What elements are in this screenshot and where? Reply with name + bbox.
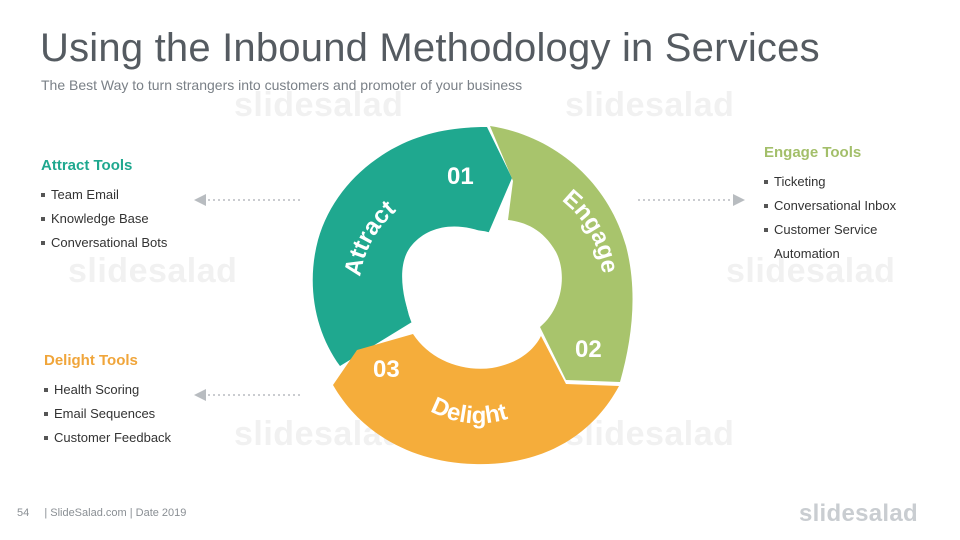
attract-arrow: [194, 194, 300, 206]
brand-logo: slidesalad: [798, 500, 918, 527]
delight-tools-panel: Delight Tools Health Scoring Email Seque…: [44, 352, 171, 450]
list-item: Conversational Bots: [41, 231, 167, 255]
delight-segment: [333, 334, 619, 465]
list-item: Customer Feedback: [44, 426, 171, 450]
attract-segment: [312, 127, 512, 366]
delight-tools-list: Health Scoring Email Sequences Customer …: [44, 378, 171, 450]
list-item: Email Sequences: [44, 402, 171, 426]
list-item: Team Email: [41, 183, 167, 207]
list-item: Conversational Inbox: [764, 194, 896, 218]
page-title: Using the Inbound Methodology in Service…: [40, 26, 820, 70]
engage-tools-panel: Engage Tools Ticketing Conversational In…: [764, 144, 896, 266]
watermark: slidesalad: [234, 86, 404, 124]
watermark: slidesalad: [565, 86, 735, 124]
engage-arrow: [638, 194, 745, 206]
list-item: Customer Service: [764, 218, 896, 242]
engage-segment: [490, 126, 633, 382]
list-item: Ticketing: [764, 170, 896, 194]
attract-tools-list: Team Email Knowledge Base Conversational…: [41, 183, 167, 255]
step-number-02: 02: [575, 336, 602, 363]
watermark: slidesalad: [565, 415, 735, 453]
watermark: slidesalad: [726, 252, 896, 290]
footer: 54 | SlideSalad.com | Date 2019: [17, 507, 186, 519]
step-number-03: 03: [373, 356, 400, 383]
engage-tools-list: Ticketing Conversational Inbox Customer …: [764, 170, 896, 266]
step-number-01: 01: [447, 163, 474, 190]
page-number: 54: [17, 507, 30, 519]
list-item: Automation: [774, 246, 840, 261]
attract-tools-panel: Attract Tools Team Email Knowledge Base …: [41, 157, 167, 255]
engage-tools-heading: Engage Tools: [764, 144, 862, 161]
watermark: slidesalad: [68, 252, 238, 290]
attract-tools-heading: Attract Tools: [41, 157, 133, 174]
center-circle: [406, 230, 538, 362]
list-item: Health Scoring: [44, 378, 171, 402]
page-subtitle: The Best Way to turn strangers into cust…: [41, 77, 523, 93]
delight-arrow: [194, 389, 300, 401]
list-item: Knowledge Base: [41, 207, 167, 231]
footer-text: | SlideSalad.com | Date 2019: [44, 507, 187, 519]
delight-tools-heading: Delight Tools: [44, 352, 138, 369]
